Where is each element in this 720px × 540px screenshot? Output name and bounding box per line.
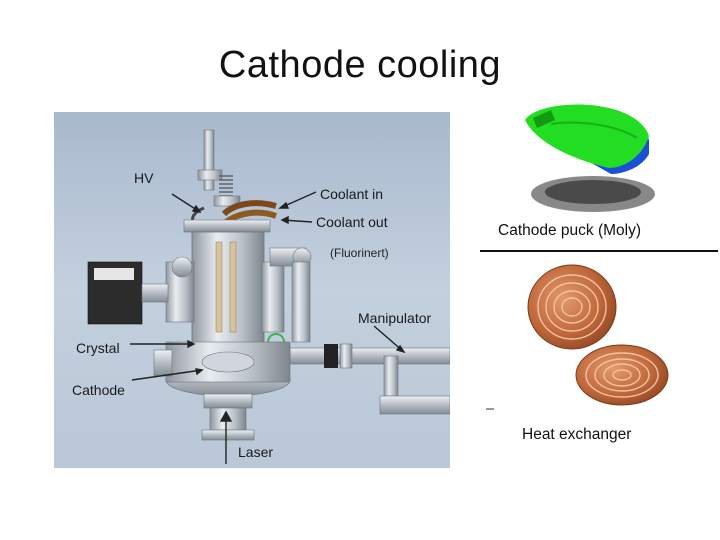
label-crystal: Crystal xyxy=(76,340,120,356)
small-mark xyxy=(486,408,494,410)
label-coolant-in: Coolant in xyxy=(320,186,384,202)
label-cathode: Cathode xyxy=(72,382,125,398)
cathode-puck-drawing xyxy=(525,104,655,212)
caption-heat-exchanger: Heat exchanger xyxy=(522,426,632,443)
label-fluorinert: (Fluorinert) xyxy=(330,246,389,260)
divider-line xyxy=(480,250,718,252)
label-coolant-out: Coolant out xyxy=(316,214,388,230)
heat-exchanger-drawing xyxy=(527,264,669,406)
label-manipulator: Manipulator xyxy=(358,310,432,326)
label-hv: HV xyxy=(134,170,154,186)
label-laser: Laser xyxy=(238,444,274,460)
heat-exchanger-figure xyxy=(522,255,672,415)
cathode-puck-figure xyxy=(515,90,665,218)
vacuum-chamber-drawing xyxy=(54,112,451,468)
caption-cathode-puck: Cathode puck (Moly) xyxy=(498,222,642,239)
slide-title: Cathode cooling xyxy=(218,44,502,86)
vacuum-chamber-figure: HV Coolant in Coolant out (Fluorinert) M… xyxy=(54,112,451,468)
